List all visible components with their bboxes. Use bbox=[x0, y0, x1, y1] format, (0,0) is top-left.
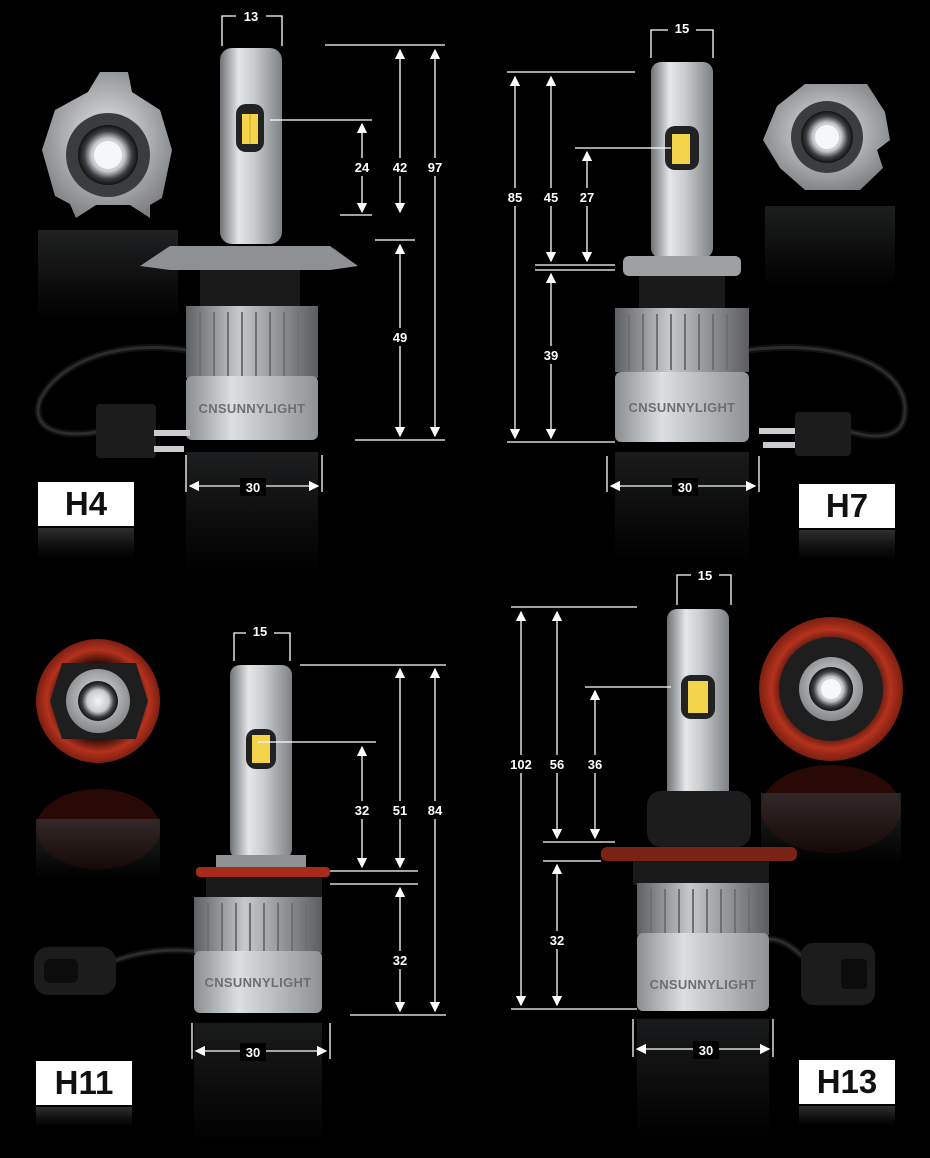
bulb-illustration-h7: CNSUNNYLIGHT 15 85 bbox=[503, 20, 909, 562]
dimensions-h11 bbox=[191, 632, 446, 1059]
dim-chip-to-base: 32 bbox=[355, 803, 369, 818]
brand-label: CNSUNNYLIGHT bbox=[629, 400, 736, 415]
dim-body: 49 bbox=[393, 330, 407, 345]
socket-view-h11 bbox=[36, 639, 160, 879]
bulb-body-h11: CNSUNNYLIGHT bbox=[194, 665, 330, 1143]
model-badge-h4: H4 bbox=[38, 482, 134, 526]
dim-diameter: 30 bbox=[699, 1043, 713, 1058]
led-chip bbox=[672, 134, 690, 164]
bulb-panel-h13: CNSUNNYLIGHT 15 102 56 bbox=[465, 567, 930, 1158]
dim-body: 39 bbox=[544, 348, 558, 363]
socket-view-h4 bbox=[38, 72, 178, 320]
cable-h11 bbox=[34, 946, 195, 995]
dim-width-top: 13 bbox=[244, 9, 258, 24]
dim-chip-to-base: 24 bbox=[355, 160, 370, 175]
led-chip bbox=[252, 735, 270, 763]
cable-h7 bbox=[748, 344, 909, 456]
model-badge-h13: H13 bbox=[799, 1060, 895, 1104]
led-chip bbox=[688, 681, 708, 713]
model-badge-h11: H11 bbox=[36, 1061, 132, 1105]
dimensions-h13 bbox=[511, 574, 774, 1057]
dim-diameter: 30 bbox=[246, 1045, 260, 1060]
bulb-body-h7: CNSUNNYLIGHT bbox=[615, 62, 749, 562]
dim-tip-to-base: 45 bbox=[544, 190, 558, 205]
dim-total: 97 bbox=[428, 160, 442, 175]
socket-view-h7 bbox=[763, 84, 895, 286]
dim-width-top: 15 bbox=[675, 21, 689, 36]
bulb-panel-h11: CNSUNNYLIGHT 15 32 51 bbox=[0, 579, 465, 1158]
bulb-body-h13: CNSUNNYLIGHT bbox=[601, 609, 797, 1139]
bulb-panel-h7: CNSUNNYLIGHT 15 85 bbox=[465, 0, 930, 579]
cable-h4 bbox=[34, 344, 190, 458]
bulb-illustration-h13: CNSUNNYLIGHT 15 102 56 bbox=[505, 567, 903, 1139]
dim-total: 85 bbox=[508, 190, 522, 205]
dim-chip-to-base: 36 bbox=[588, 757, 602, 772]
badge-reflection bbox=[799, 530, 895, 560]
dim-body: 32 bbox=[550, 933, 564, 948]
brand-label: CNSUNNYLIGHT bbox=[199, 401, 306, 416]
dimensions-h7 bbox=[507, 29, 760, 492]
dim-body: 32 bbox=[393, 953, 407, 968]
socket-view-h13 bbox=[759, 617, 903, 863]
brand-label: CNSUNNYLIGHT bbox=[650, 977, 757, 992]
model-badge-h7: H7 bbox=[799, 484, 895, 528]
badge-reflection bbox=[38, 528, 134, 558]
bulb-illustration-h11: CNSUNNYLIGHT 15 32 51 bbox=[34, 623, 447, 1143]
dim-diameter: 30 bbox=[678, 480, 692, 495]
dim-tip-to-base: 51 bbox=[393, 803, 407, 818]
badge-reflection bbox=[799, 1106, 895, 1126]
brand-label: CNSUNNYLIGHT bbox=[205, 975, 312, 990]
dim-total: 84 bbox=[428, 803, 443, 818]
dim-tip-to-base: 42 bbox=[393, 160, 407, 175]
dim-diameter: 30 bbox=[246, 480, 260, 495]
bulb-illustration-h4: CNSUNNYLIGHT 13 bbox=[34, 8, 447, 572]
badge-reflection bbox=[36, 1107, 132, 1127]
dim-chip-to-base: 27 bbox=[580, 190, 594, 205]
bulb-panel-h4: CNSUNNYLIGHT 13 bbox=[0, 0, 465, 579]
dim-total: 102 bbox=[510, 757, 532, 772]
dim-width-top: 15 bbox=[698, 568, 712, 583]
cable-h13 bbox=[768, 935, 875, 1005]
dim-width-top: 15 bbox=[253, 624, 267, 639]
bulb-body-h4: CNSUNNYLIGHT bbox=[140, 48, 358, 572]
dim-tip-to-base: 56 bbox=[550, 757, 564, 772]
